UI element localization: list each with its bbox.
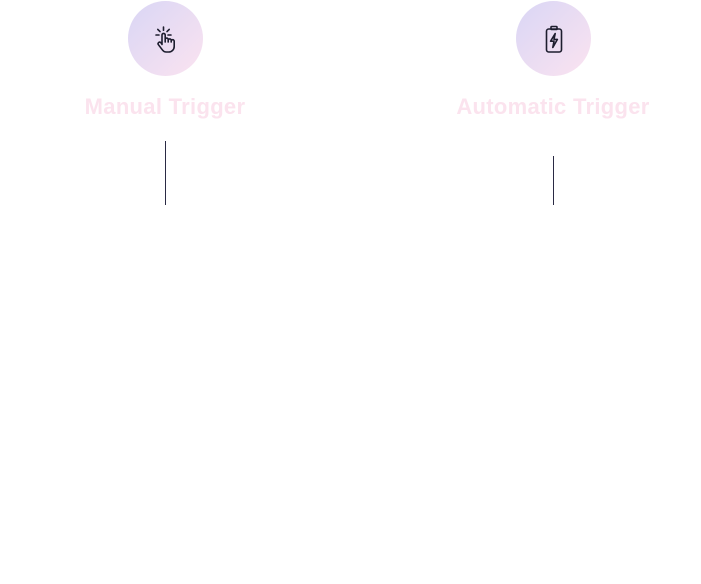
battery-bolt-icon (545, 25, 562, 53)
manual-trigger-label: Manual Trigger (84, 94, 246, 119)
manual-trigger-icon-circle (128, 1, 203, 76)
manual-trigger-node: Manual Trigger (15, 0, 315, 210)
automatic-trigger-node: Automatic Trigger (403, 0, 701, 210)
automatic-trigger-connector (553, 156, 554, 205)
automatic-trigger-label: Automatic Trigger (456, 94, 650, 119)
hand-pointer-click-icon (154, 25, 175, 53)
manual-trigger-connector (165, 141, 166, 205)
automatic-trigger-icon-circle (516, 1, 591, 76)
